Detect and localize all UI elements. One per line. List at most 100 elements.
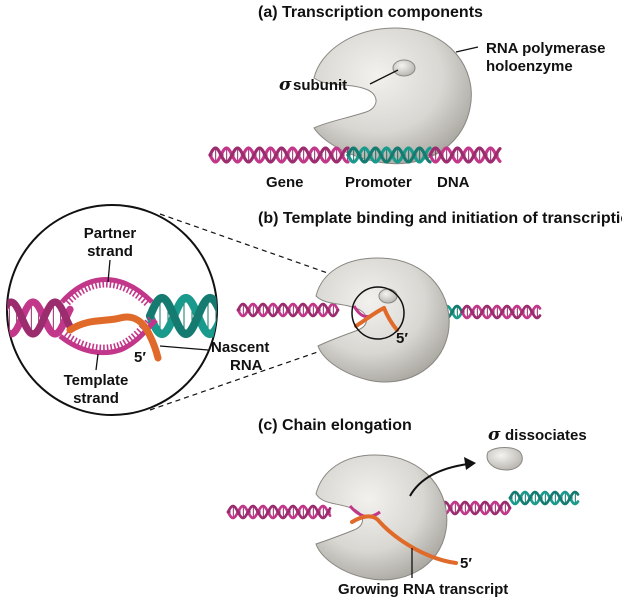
nucleotide-base-tick [140,296,148,304]
dna-c-promoter [508,490,580,506]
partner-label-line1: Partner [84,225,137,242]
polymerase-label-line2: holoenzyme [486,58,573,75]
nucleotide-base-tick [115,281,120,290]
nucleotide-base-tick [109,343,113,353]
nucleotide-base-tick [98,279,101,289]
partner-strand-bases [64,279,151,306]
dna-helix-c [226,490,580,520]
sigma-release-arrow [409,463,469,497]
nucleotide-base-tick [112,280,116,289]
nucleotide-base-tick [83,341,88,350]
sigma-dissociates-label: dissociates [505,427,587,444]
dna-helix-a [208,146,502,164]
dna-backbone-strand [346,146,432,164]
nucleotide-base-tick [128,287,135,295]
dna-backbone-strand [346,146,432,164]
partner-label-line2: strand [87,243,133,260]
nucleotide-base-tick [65,333,72,342]
nucleotide-base-tick [119,340,125,349]
sigma-subunit-label: subunit [293,77,347,94]
rna-polymerase-b [315,257,450,383]
template-leader-line [95,353,99,371]
nucleotide-base-tick [125,337,132,346]
dna-backbone-strand [226,504,332,520]
nucleotide-base-tick [130,333,138,341]
panel-c-heading: (c) Chain elongation [258,417,412,434]
gene-label: Gene [266,174,304,191]
nucleotide-base-tick [94,280,98,289]
nucleotide-base-tick [87,342,91,351]
dna-backbone-strand [208,146,350,164]
nucleotide-base-tick [144,319,152,327]
panel-b: (b) Template binding and initiation of t… [6,204,622,416]
nascent-label-line1: Nascent [211,339,269,356]
nucleotide-base-tick [76,338,81,347]
nucleotide-base-tick [131,289,138,297]
nucleotide-base-tick [134,291,141,299]
sigma-symbol-a: σ [279,75,292,95]
nucleotide-base-tick [119,282,124,291]
nucleotide-base-tick [125,285,131,294]
nucleotide-base-tick [79,340,85,349]
nucleotide-base-tick [72,337,78,346]
polymerase-leader-line [455,46,479,53]
panel-c: (c) Chain elongation σ dissociates 5′ Gr… [226,417,587,598]
rna-in-enzyme-b [354,306,386,328]
panel-a-heading: (a) Transcription components [258,4,483,21]
partner-leader-line [107,259,111,283]
promoter-dna-segment [346,146,432,164]
growing-rna-label: Growing RNA transcript [338,581,508,598]
sigma-leader-line [369,69,399,85]
inset-left-helix [7,298,74,338]
growing-rna-strand [350,514,458,565]
nucleotide-base-tick [64,298,72,306]
nucleotide-base-tick [90,281,95,290]
polymerase-label-line1: RNA polymerase [486,40,606,57]
template-label-line2: strand [73,390,119,407]
sigma-symbol-c: σ [488,425,501,445]
template-label-line1: Template [64,372,129,389]
nucleotide-base-tick [133,330,141,338]
nucleotide-base-tick [79,286,86,295]
nucleotide-base-tick [109,279,112,288]
dna-c-left [226,504,332,520]
dna-backbone-strand [460,304,542,320]
enzyme-zoom-circle [351,286,405,340]
sigma-subunit-a [392,59,416,77]
sigma-release-arrowhead [464,457,476,470]
dna-backbone-strand [508,490,580,506]
panel-a: (a) Transcription components RNA polymer… [208,4,606,191]
nucleotide-base-tick [143,299,151,306]
nucleotide-base-tick [76,288,83,296]
nucleotide-base-tick [73,290,80,298]
free-sigma-subunit [486,447,523,471]
dna-b-right [460,304,542,320]
nucleotide-base-tick [67,295,74,303]
nucleotide-base-tick [122,283,128,292]
five-prime-inset: 5′ [134,349,146,366]
dna-backbone-strand [145,293,217,339]
nucleotide-base-tick [83,284,89,293]
nascent-rna-strand [66,313,162,362]
promoter-label: Promoter [345,174,412,191]
dna-backbone-strand [460,304,542,320]
nucleotide-base-tick [91,343,95,352]
dna-backbone-strand [508,490,580,506]
nascent-label-line2: RNA [230,357,263,374]
gene-dna-segment [208,146,350,164]
nucleotide-base-tick [116,342,121,351]
dna-label: DNA [437,174,470,191]
rna-polymerase-holoenzyme-a [313,27,472,165]
dna-backbone-strand [226,504,332,520]
rna-polymerase-c [315,454,458,581]
nucleotide-base-tick [106,344,109,353]
nucleotide-base-tick [147,316,155,324]
dna-backbone-strand [428,146,502,164]
nucleotide-base-tick [113,343,117,352]
nascent-leader-line [159,345,209,351]
downstream-dna-segment [428,146,502,164]
nucleotide-base-tick [128,335,135,343]
dna-backbone-strand [7,298,74,338]
inset-right-helix [145,293,217,339]
